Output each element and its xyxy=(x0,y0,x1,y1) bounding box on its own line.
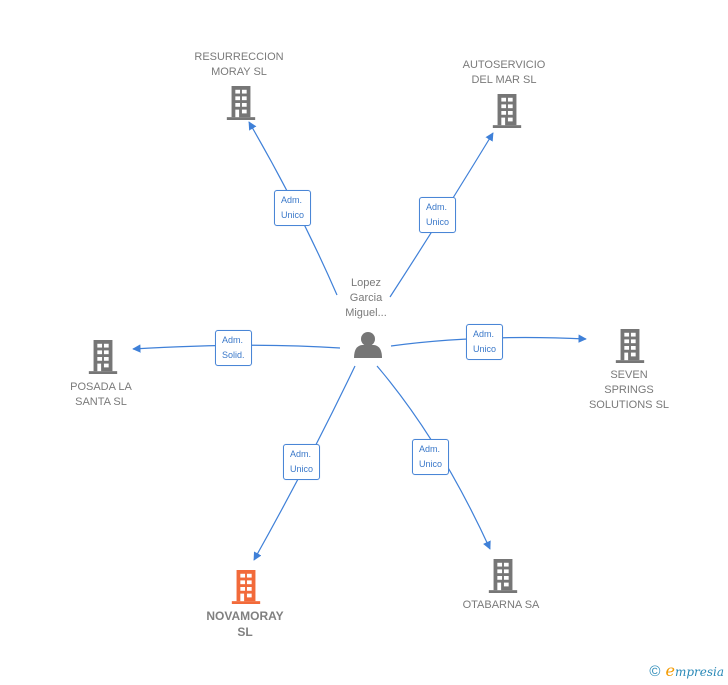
company-label-resurreccion[interactable]: RESURRECCION MORAY SL xyxy=(194,51,284,78)
brand-logo[interactable]: empresia xyxy=(665,661,724,681)
company-label-posada[interactable]: POSADA LA SANTA SL xyxy=(70,381,132,408)
relation-badge-posada: Adm. Solid. xyxy=(215,330,252,366)
relation-badge-autoservicio: Adm. Unico xyxy=(419,197,457,233)
relation-badge-resurreccion: Adm. Unico xyxy=(274,190,312,226)
building-icon-autoservicio[interactable] xyxy=(492,94,522,128)
copyright-icon: © xyxy=(649,662,661,680)
building-icon-posada[interactable] xyxy=(88,340,118,374)
brand-name: mpresia xyxy=(674,665,724,679)
company-label-novamoray[interactable]: NOVAMORAY SL xyxy=(206,609,284,639)
building-icon-resurreccion[interactable] xyxy=(226,86,256,120)
company-label-seven-springs[interactable]: SEVEN SPRINGS SOLUTIONS SL xyxy=(588,369,670,411)
relation-badge-otabarna: Adm. Unico xyxy=(412,439,450,475)
building-icon-novamoray[interactable] xyxy=(231,570,261,604)
relation-badge-seven-springs: Adm. Unico xyxy=(466,324,504,360)
brand-footer: © empresia xyxy=(649,661,724,681)
building-icon-otabarna[interactable] xyxy=(488,559,518,593)
person-label[interactable]: Lopez Garcia Miguel... xyxy=(345,277,387,319)
company-label-autoservicio[interactable]: AUTOSERVICIO DEL MAR SL xyxy=(462,59,546,86)
person-icon[interactable] xyxy=(354,332,382,358)
relation-badge-novamoray: Adm. Unico xyxy=(283,444,321,480)
brand-initial: e xyxy=(665,661,675,680)
company-label-otabarna[interactable]: OTABARNA SA xyxy=(462,599,540,611)
building-icon-seven-springs[interactable] xyxy=(615,329,645,363)
